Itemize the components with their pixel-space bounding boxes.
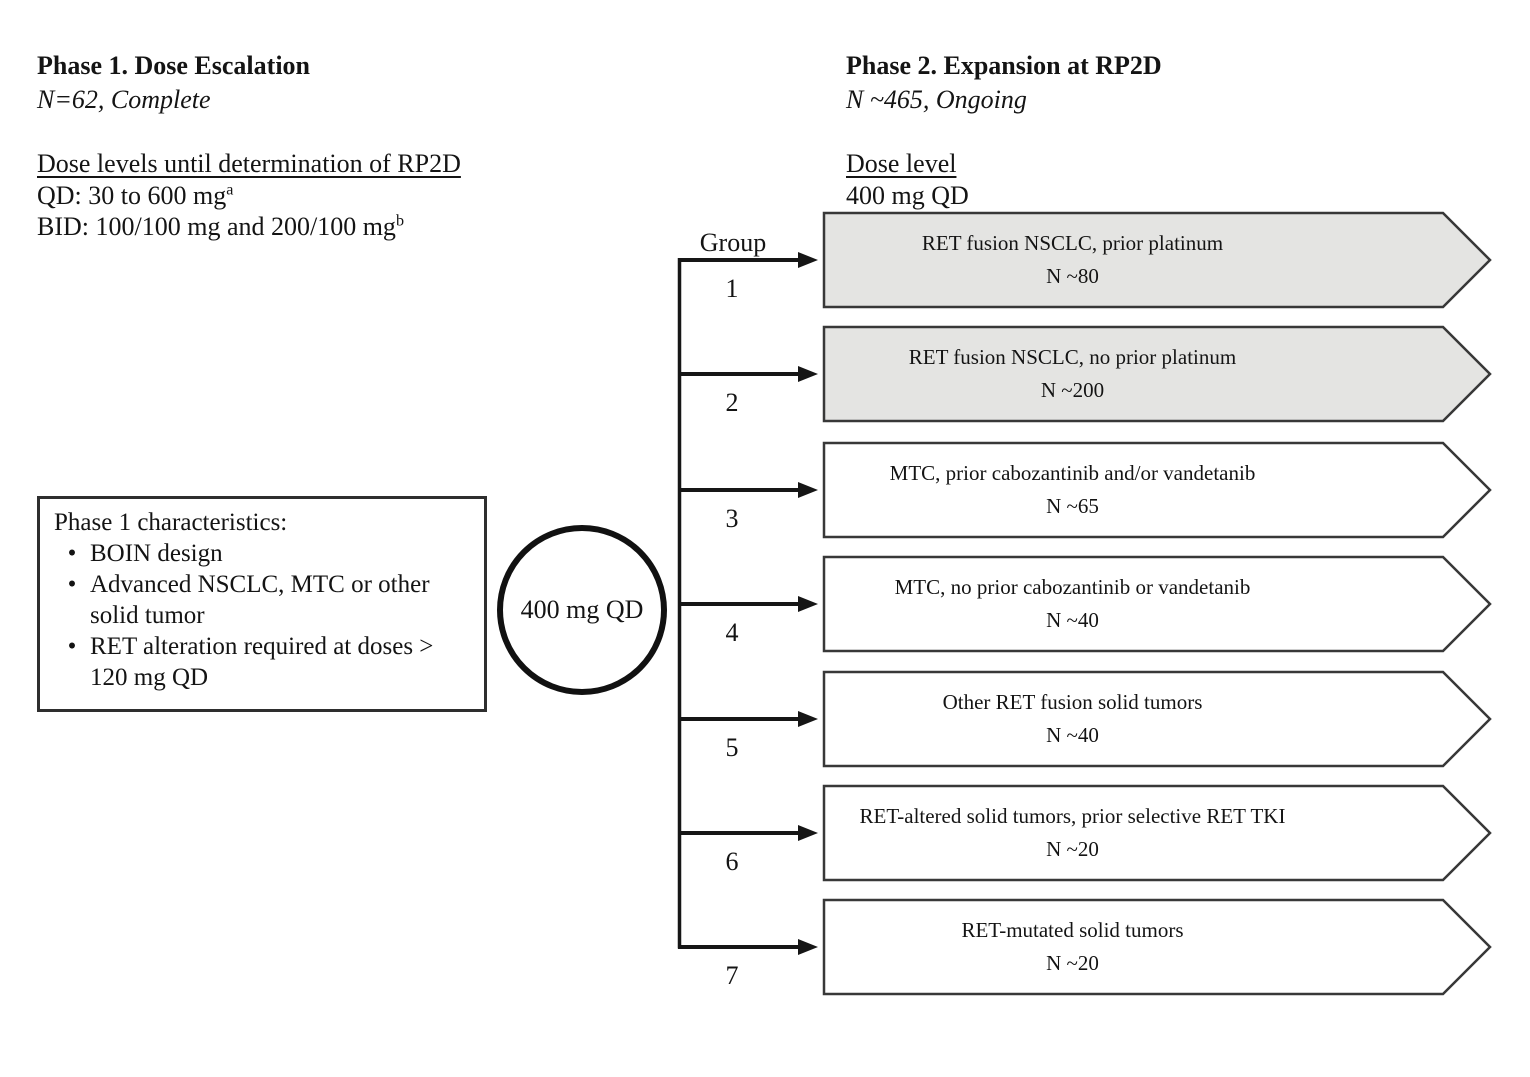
bullet-text: Advanced NSCLC, MTC or other solid tumor bbox=[90, 571, 430, 629]
phase1-dose-levels-heading: Dose levels until determination of RP2D bbox=[37, 149, 461, 178]
cohort-name: RET-mutated solid tumors bbox=[961, 918, 1184, 942]
cohort-box-7: RET-mutated solid tumors N ~20 bbox=[835, 900, 1310, 994]
cohort-name: RET-altered solid tumors, prior selectiv… bbox=[859, 804, 1286, 828]
cohort-box-3: MTC, prior cabozantinib and/or vandetani… bbox=[835, 443, 1310, 537]
cohort-enrollment: N ~20 bbox=[1046, 837, 1099, 861]
cohort-name: RET fusion NSCLC, prior platinum bbox=[921, 231, 1224, 255]
cohort-enrollment: N ~200 bbox=[1040, 378, 1105, 402]
group-column-label: Group bbox=[699, 228, 767, 257]
footnote-mark-b: b bbox=[395, 212, 404, 230]
group-branch-arrow-3 bbox=[678, 482, 818, 498]
group-number-2: 2 bbox=[725, 388, 739, 417]
group-branch-arrow-1 bbox=[678, 252, 818, 268]
cohort-arrow-shape-6 bbox=[822, 784, 1492, 882]
group-branch-arrow-4 bbox=[678, 596, 818, 612]
group-number-6: 6 bbox=[725, 847, 739, 876]
cohort-enrollment: N ~20 bbox=[1046, 951, 1099, 975]
phase1-dose-qd-text: QD: 30 to 600 mg bbox=[37, 181, 227, 210]
phase1-dose-bid: BID: 100/100 mg and 200/100 mgb bbox=[37, 211, 404, 242]
bullet-text: RET alteration required at doses > 120 m… bbox=[90, 633, 434, 691]
group-number-3: 3 bbox=[725, 504, 739, 533]
phase1-characteristics-heading: Phase 1 characteristics: bbox=[54, 509, 288, 536]
cohort-enrollment: N ~40 bbox=[1046, 723, 1099, 747]
phase2-dose-level-heading: Dose level bbox=[846, 149, 957, 178]
phase1-characteristics-box: Phase 1 characteristics: • BOIN design •… bbox=[37, 496, 487, 712]
group-branch-arrow-2 bbox=[678, 366, 818, 382]
cohort-arrow-shape-5 bbox=[822, 670, 1492, 768]
rp2d-dose-circle: 400 mg QD bbox=[497, 525, 667, 695]
group-number-5: 5 bbox=[725, 733, 739, 762]
characteristics-bullet-3: • RET alteration required at doses > 120… bbox=[54, 631, 476, 693]
cohort-enrollment: N ~40 bbox=[1046, 608, 1099, 632]
cohort-arrow-shape-7 bbox=[822, 898, 1492, 996]
rp2d-dose-circle-label: 400 mg QD bbox=[520, 595, 644, 624]
footnote-mark-a: a bbox=[226, 181, 234, 199]
phase1-status: N=62, Complete bbox=[37, 85, 211, 114]
phase1-dose-bid-text: BID: 100/100 mg and 200/100 mg bbox=[37, 212, 396, 241]
bullet-icon: • bbox=[67, 633, 77, 660]
cohort-box-4: MTC, no prior cabozantinib or vandetanib… bbox=[835, 557, 1310, 651]
group-branch-arrow-5 bbox=[678, 711, 818, 727]
cohort-enrollment: N ~65 bbox=[1046, 494, 1099, 518]
cohort-name: Other RET fusion solid tumors bbox=[942, 690, 1203, 714]
cohort-arrow-shape-1 bbox=[822, 211, 1492, 309]
phase2-status: N ~465, Ongoing bbox=[846, 85, 1027, 114]
cohort-arrow-shape-3 bbox=[822, 441, 1492, 539]
cohort-name: MTC, no prior cabozantinib or vandetanib bbox=[894, 575, 1251, 599]
phase1-title: Phase 1. Dose Escalation bbox=[37, 51, 310, 80]
group-branch-arrow-6 bbox=[678, 825, 818, 841]
phase2-title: Phase 2. Expansion at RP2D bbox=[846, 51, 1162, 80]
cohort-box-1: RET fusion NSCLC, prior platinum N ~80 bbox=[835, 213, 1310, 307]
cohort-arrow-shape-2 bbox=[822, 325, 1492, 423]
characteristics-bullet-1: • BOIN design bbox=[54, 538, 476, 569]
bullet-icon: • bbox=[67, 571, 77, 598]
cohort-name: MTC, prior cabozantinib and/or vandetani… bbox=[889, 461, 1256, 485]
group-number-1: 1 bbox=[725, 274, 739, 303]
phase1-dose-qd: QD: 30 to 600 mga bbox=[37, 180, 233, 211]
phase2-dose-level-value: 400 mg QD bbox=[846, 181, 969, 210]
characteristics-bullet-2: • Advanced NSCLC, MTC or other solid tum… bbox=[54, 569, 476, 631]
group-branch-arrow-7 bbox=[678, 939, 818, 955]
group-number-4: 4 bbox=[725, 618, 739, 647]
group-number-7: 7 bbox=[725, 961, 739, 990]
bullet-icon: • bbox=[67, 540, 77, 567]
cohort-box-5: Other RET fusion solid tumors N ~40 bbox=[835, 672, 1310, 766]
bullet-text: BOIN design bbox=[90, 540, 223, 567]
cohort-box-2: RET fusion NSCLC, no prior platinum N ~2… bbox=[835, 327, 1310, 421]
cohort-name: RET fusion NSCLC, no prior platinum bbox=[908, 345, 1237, 369]
cohort-enrollment: N ~80 bbox=[1046, 264, 1099, 288]
cohort-arrow-shape-4 bbox=[822, 555, 1492, 653]
cohort-box-6: RET-altered solid tumors, prior selectiv… bbox=[835, 786, 1310, 880]
